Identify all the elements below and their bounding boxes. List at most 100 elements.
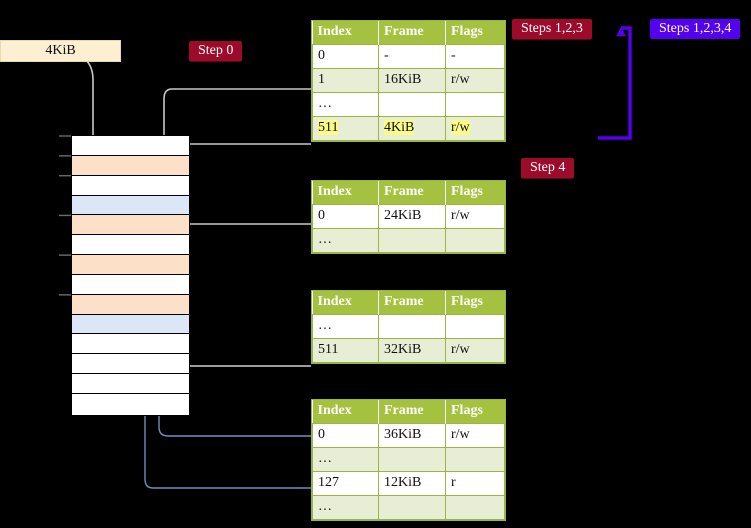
column-header-flags: Flags	[445, 181, 505, 205]
memory-cell-10	[72, 334, 189, 355]
cell-value: …	[318, 499, 332, 514]
cell-value: …	[318, 318, 332, 333]
cell-value: 0	[318, 427, 325, 442]
table-row[interactable]: 511 4KiB r/w	[312, 116, 505, 141]
cell-value	[451, 96, 455, 111]
cell-value	[451, 318, 455, 333]
table-cell-frame	[378, 447, 446, 472]
column-header-index: Index	[312, 181, 379, 205]
table-row[interactable]: …	[312, 447, 505, 472]
cell-value: r	[451, 475, 456, 490]
cell-value	[384, 499, 388, 514]
table-cell-index: 511	[312, 338, 379, 363]
table-cell-frame: 36KiB	[378, 423, 446, 448]
table-row[interactable]: 0 --	[312, 44, 505, 69]
column-header-frame: Frame	[378, 291, 446, 315]
column-header-flags: Flags	[445, 291, 505, 315]
table-row[interactable]: …	[312, 228, 505, 253]
table-cell-flags: r/w	[445, 338, 505, 363]
column-header-index: Index	[312, 400, 379, 424]
cell-value: 12KiB	[384, 475, 422, 490]
column-header-flags: Flags	[445, 21, 505, 45]
table-cell-index: …	[312, 92, 379, 117]
cell-value	[451, 451, 455, 466]
cell-value: …	[318, 96, 332, 111]
memory-cell-13	[72, 393, 189, 414]
cell-value	[451, 232, 455, 247]
table-row[interactable]: 0 24KiB r/w	[312, 204, 505, 229]
table-cell-frame	[378, 92, 446, 117]
memory-cell-11	[72, 354, 189, 375]
memory-cell-4	[72, 215, 189, 236]
memory-cell-5	[72, 235, 189, 256]
column-header-flags: Flags	[445, 400, 505, 424]
cell-value: r/w	[451, 427, 470, 442]
table-cell-flags: r/w	[445, 68, 505, 93]
table-cell-flags: r/w	[445, 423, 505, 448]
table-cell-frame: -	[378, 44, 446, 69]
table-cell-frame: 4KiB	[378, 116, 446, 141]
table-cell-flags	[445, 92, 505, 117]
memory-cell-8	[72, 294, 189, 315]
table-cell-flags: -	[445, 44, 505, 69]
size-label-4kib: 4KiB	[0, 40, 121, 62]
cell-value: 1	[318, 72, 325, 87]
table-row[interactable]: 1 16KiB r/w	[312, 68, 505, 93]
cell-value: r/w	[451, 208, 470, 223]
column-header-frame: Frame	[378, 400, 446, 424]
table-cell-index: 0	[312, 423, 379, 448]
memory-cell-6	[72, 255, 189, 275]
column-header-frame: Frame	[378, 181, 446, 205]
cell-value	[384, 232, 388, 247]
cell-value	[451, 499, 455, 514]
size-label-text: 4KiB	[45, 43, 76, 58]
cell-value	[384, 96, 388, 111]
table-cell-frame	[378, 314, 446, 339]
cell-value: 0	[318, 48, 325, 63]
cell-value: 0	[318, 208, 325, 223]
cell-value: …	[318, 451, 332, 466]
cell-value: r/w	[451, 72, 470, 87]
memory-cell-7	[72, 274, 189, 295]
cell-value: 4KiB	[384, 120, 415, 135]
step-0-badge: Step 0	[189, 41, 243, 62]
cell-value: 24KiB	[384, 208, 422, 223]
table-cell-frame	[378, 228, 446, 253]
cell-value: -	[451, 48, 456, 63]
memory-cell-3	[72, 195, 189, 216]
table-row[interactable]: 0 36KiB r/w	[312, 423, 505, 448]
table-cell-frame: 16KiB	[378, 68, 446, 93]
memory-cell-12	[72, 374, 189, 394]
cell-value: 16KiB	[384, 72, 422, 87]
memory-cell-2	[72, 175, 189, 196]
table-row[interactable]: …	[312, 495, 505, 520]
cell-value: …	[318, 232, 332, 247]
memory-cell-1	[72, 155, 189, 176]
cell-value: 511	[318, 342, 339, 357]
arrow-pt3-row511-to-memory	[174, 312, 311, 367]
cell-value: 36KiB	[384, 427, 422, 442]
table-row[interactable]: …	[312, 314, 505, 339]
table-cell-flags: r/w	[445, 204, 505, 229]
steps-123-badge: Steps 1,2,3	[512, 19, 592, 40]
table-cell-index: 511	[312, 116, 379, 141]
cell-value: 32KiB	[384, 342, 422, 357]
memory-column	[71, 135, 190, 416]
cell-value: r/w	[451, 120, 470, 135]
memory-cell-0	[72, 136, 189, 156]
table-cell-flags: r/w	[445, 116, 505, 141]
cell-value	[384, 318, 388, 333]
column-header-index: Index	[312, 291, 379, 315]
table-row[interactable]: …	[312, 92, 505, 117]
steps-1234-badge: Steps 1,2,3,4	[650, 19, 741, 40]
column-header-frame: Frame	[378, 21, 446, 45]
table-cell-index: 1	[312, 68, 379, 93]
table-cell-index: …	[312, 447, 379, 472]
table-row[interactable]: 511 32KiB r/w	[312, 338, 505, 363]
arrow-pt2-row0-to-memory	[180, 223, 311, 282]
